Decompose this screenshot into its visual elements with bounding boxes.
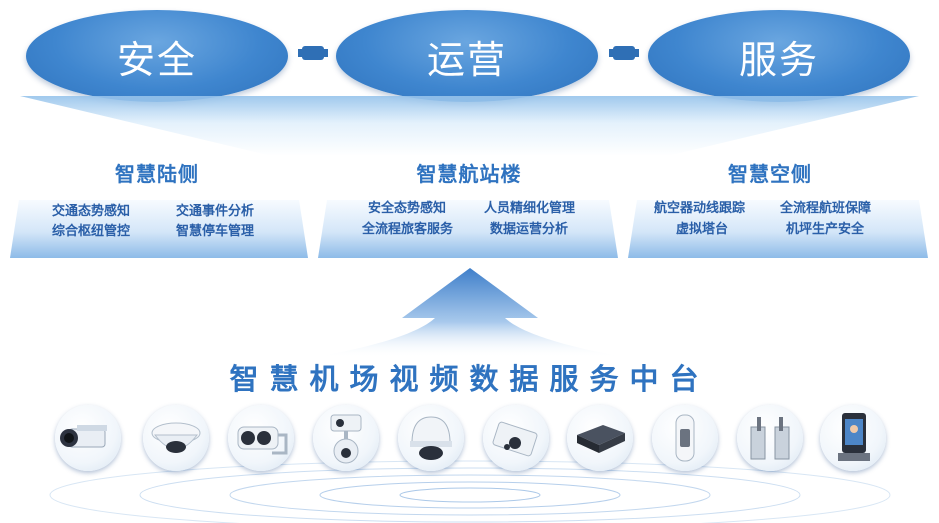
turnstile-icon <box>737 405 803 471</box>
ripple-rings <box>49 460 891 523</box>
top-platform <box>20 96 919 156</box>
card-terminal: 安全态势感知 人员精细化管理 全流程旅客服务 数据运营分析 <box>318 200 618 258</box>
card-item: 综合枢纽管控 <box>52 224 131 239</box>
column-title-airside: 智慧空侧 <box>728 162 812 186</box>
speed-dome-icon <box>398 405 464 471</box>
ptz-camera-icon <box>313 405 379 471</box>
pillar-service: 服务 <box>648 10 910 102</box>
access-panel-icon <box>652 405 718 471</box>
box-camera-icon <box>55 405 121 471</box>
pillar-security-label: 安全 <box>116 37 197 82</box>
bullet-camera-icon <box>483 405 549 471</box>
panoramic-camera-icon <box>228 405 294 471</box>
card-item: 智慧停车管理 <box>176 224 255 239</box>
column-title-landside: 智慧陆侧 <box>115 162 199 186</box>
pillar-service-label: 服务 <box>738 37 819 82</box>
card-item: 数据运营分析 <box>490 222 569 237</box>
nvr-icon <box>567 405 633 471</box>
card-landside: 交通态势感知 交通事件分析 综合枢纽管控 智慧停车管理 <box>10 200 308 258</box>
card-item: 交通态势感知 <box>52 204 131 219</box>
card-item: 虚拟塔台 <box>676 222 729 237</box>
card-item: 航空器动线跟踪 <box>654 201 746 216</box>
card-airside: 航空器动线跟踪 全流程航班保障 虚拟塔台 机坪生产安全 <box>628 200 928 258</box>
dome-camera-icon <box>143 405 209 471</box>
connector-1 <box>298 46 328 60</box>
card-item: 全流程航班保障 <box>780 201 872 216</box>
column-title-terminal: 智慧航站楼 <box>416 162 522 186</box>
pillar-operation: 运营 <box>336 10 598 102</box>
pillar-security: 安全 <box>26 10 288 102</box>
card-item: 安全态势感知 <box>368 201 447 216</box>
card-item: 全流程旅客服务 <box>362 222 454 237</box>
connector-2 <box>609 46 639 60</box>
card-item: 人员精细化管理 <box>484 201 576 216</box>
card-item: 交通事件分析 <box>176 204 255 219</box>
card-item: 机坪生产安全 <box>786 222 865 237</box>
upward-arrow-icon <box>310 268 630 358</box>
pillar-operation-label: 运营 <box>426 37 507 82</box>
platform-title: 智慧机场视频数据服务中台 <box>229 362 710 396</box>
face-terminal-icon <box>820 405 886 471</box>
